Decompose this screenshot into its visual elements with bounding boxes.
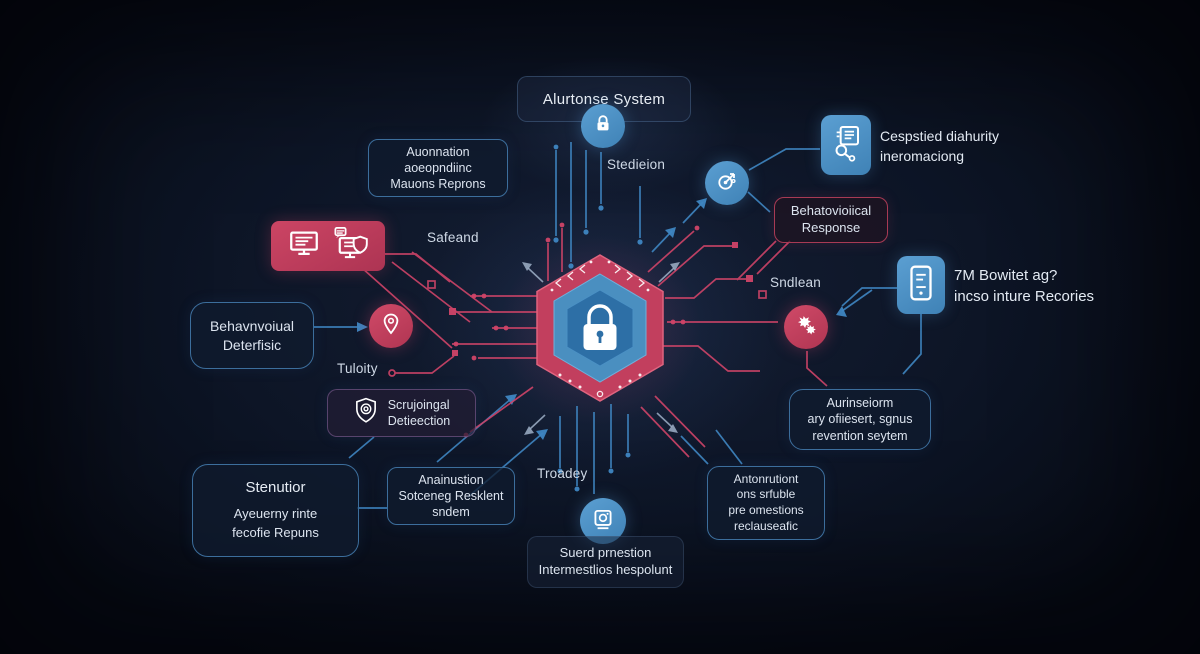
box-detected-security: Cespstied diahurity ineromaciong (880, 126, 999, 166)
lock-circle (581, 104, 625, 148)
box-line: reclauseafic (733, 518, 799, 533)
box-line: Antonrutiont (733, 471, 799, 486)
box-line: ary ofiiesert, sgnus (807, 412, 913, 427)
box-line: revention seytem (812, 428, 908, 443)
endpoint-panel (271, 221, 385, 271)
box-security-reports: Stenutior Ayeuerny rinte fecofie Repuns (192, 464, 359, 557)
monitor-chat-shield-icon (331, 226, 369, 267)
malware-circle (784, 305, 828, 349)
malware-bug-icon (793, 312, 819, 343)
document-report-icon (906, 264, 936, 307)
box-automation-actions: Antonrutiont ons srfuble pre omestions r… (707, 466, 825, 540)
box-title: Stenutior (245, 479, 306, 497)
shield-scan-icon (353, 397, 379, 429)
label-stedieion: Stedieion (607, 157, 666, 172)
box-line: aoeopndiinc (404, 160, 472, 175)
box-behavioral-response: Behatovioiical Response (774, 197, 888, 243)
box-line: sndem (432, 505, 470, 520)
box-behavioral-detection: Behavnvoiual Deterfisic (190, 302, 314, 369)
box-line: Anainustion (418, 472, 484, 487)
box-line: Auonnation (406, 144, 470, 159)
box-bowitet-records: 7M Bowitet ag? incso inture Recories (954, 265, 1094, 307)
box-automation-reports: Auonnation aoeopndiinc Mauons Reprons (368, 139, 508, 197)
box-line: 7M Bowitet ag? (954, 267, 1058, 284)
box-line: Suerd prnestion (559, 545, 652, 561)
glow-red (455, 195, 745, 465)
lock-icon (592, 113, 614, 140)
box-text: Ayeuerny rinte fecofie Repuns (232, 505, 319, 543)
document-search-icon (830, 124, 862, 167)
box-line: Ayeuerny rinte (233, 505, 318, 521)
location-pin-icon (379, 312, 403, 341)
label-troadey: Troadey (537, 466, 588, 481)
label-safeand: Safeand (427, 230, 479, 245)
box-line: ons srfuble (736, 487, 796, 502)
box-line: Deterfisic (222, 336, 282, 353)
box-line: Detieection (387, 414, 451, 428)
box-line: Aurinseiorm (826, 396, 894, 411)
target-dart-icon (715, 169, 739, 198)
box-text: Scrujoingal Detieection (388, 397, 451, 430)
webcam-icon (590, 506, 616, 537)
box-line: pre omestions (728, 503, 804, 517)
label-tuloity: Tuloity (337, 361, 378, 376)
box-intrusion-prevention: Aurinseiorm ary ofiiesert, sgnus reventi… (789, 389, 931, 450)
center-hexagon (536, 254, 664, 402)
box-signal-detection: Scrujoingal Detieection (327, 389, 476, 437)
box-line: Behavnvoiual (209, 318, 295, 335)
box-line: fecofie Repuns (232, 524, 319, 540)
target-circle (705, 161, 749, 205)
detected-security-icon-tile (821, 115, 871, 175)
box-line: Response (801, 220, 861, 235)
bowitet-icon-tile (897, 256, 945, 314)
box-line: Intermestlios hespolunt (538, 562, 673, 577)
monitor-icon (287, 227, 321, 266)
box-line: Mauons Reprons (390, 177, 486, 192)
box-line: ineromaciong (880, 148, 965, 164)
pin-circle (369, 304, 413, 348)
box-line: Behatovioiical (790, 203, 872, 219)
label-sndlean: Sndlean (770, 275, 821, 290)
box-line: Cespstied diahurity (880, 128, 1000, 144)
box-alert-response: Suerd prnestion Intermestlios hespolunt (527, 536, 684, 588)
box-line: incso inture Recories (954, 288, 1095, 305)
box-line: Scrujoingal (387, 397, 450, 412)
box-screening-resident: Anainustion Sotceneg Resklent sndem (387, 467, 515, 525)
title-text: Alurtonse System (542, 90, 666, 108)
box-line: Sotceneg Resklent (398, 488, 504, 503)
